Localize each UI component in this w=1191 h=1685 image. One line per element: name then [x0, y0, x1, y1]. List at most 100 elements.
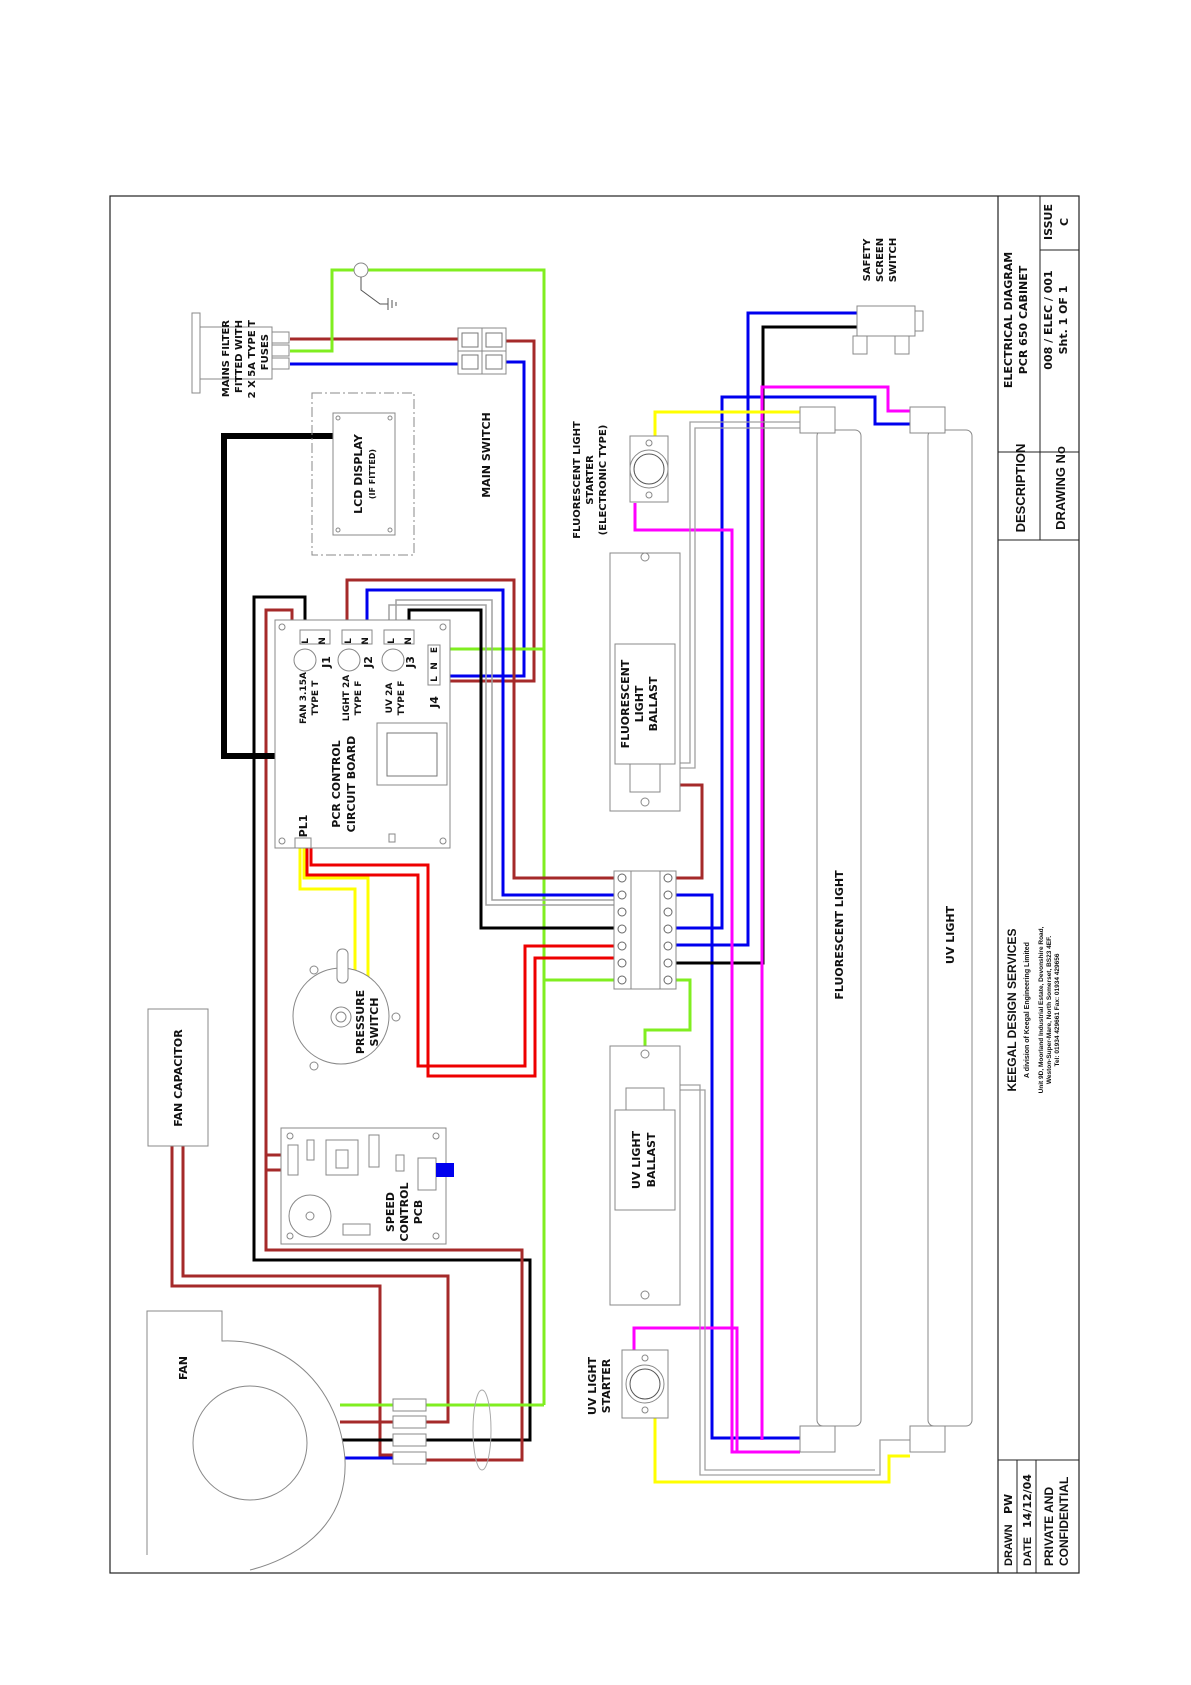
pin-l-j4: L	[430, 676, 440, 682]
svg-text:FUSES: FUSES	[260, 334, 271, 370]
svg-text:DATE: DATE	[1022, 1537, 1034, 1566]
address-line-1: Unit 9D, Moorland Industrial Estate, Dev…	[1038, 926, 1045, 1093]
wire-cap-1	[170, 1145, 395, 1457]
uv-tube-label: UV LIGHT	[944, 905, 957, 964]
drawing-number: 008 / ELEC / 001	[1042, 270, 1055, 369]
label-j1: J1	[320, 656, 333, 669]
uv-ballast-label-2: BALLAST	[645, 1132, 658, 1187]
company-division: A division of Keegal Engineering Limited	[1024, 942, 1031, 1078]
label-j3: J3	[404, 656, 417, 669]
wire-uv-ballast-earth	[643, 978, 692, 1058]
fluorescent-ballast	[609, 552, 681, 812]
pressure-switch-label-1: PRESSURE	[354, 990, 367, 1054]
main-switch[interactable]	[457, 327, 507, 375]
lcd-display	[311, 392, 415, 556]
mains-filter-label: MAINS FILTER FITTED WITH 2 X 5A TYPE T F…	[221, 320, 271, 399]
address-line-3: Tel: 01934 429661 Fax: 01934 429656	[1054, 953, 1061, 1066]
pin-l-j1: L	[301, 638, 311, 644]
wire-cap-2	[181, 1145, 450, 1424]
pin-n-j2: N	[361, 637, 371, 645]
connector-pl1	[294, 837, 312, 849]
fl-starter-label-2: STARTER	[585, 455, 596, 505]
fuse-uv-type: TYPE F	[397, 681, 407, 716]
fl-ballast-label-2: LIGHT	[633, 685, 646, 722]
pin-n-j4: N	[430, 662, 440, 670]
confidential-line-2: CONFIDENTIAL	[1057, 1477, 1071, 1566]
fan	[146, 1310, 346, 1571]
speed-control-pcb	[280, 1127, 454, 1245]
mains-filter	[191, 312, 290, 394]
wire-safety-blue	[675, 311, 860, 947]
fan-label: FAN	[177, 1356, 190, 1380]
svg-text:PW: PW	[1002, 1494, 1015, 1514]
safety-switch-label-2: SCREEN	[875, 238, 886, 282]
uv-tube	[909, 406, 973, 1453]
fl-starter-label-1: FLUORESCENT LIGHT	[572, 421, 583, 539]
wire-grey-uv	[645, 1084, 910, 1476]
wiring	[170, 268, 910, 1484]
pin-l-j3: L	[387, 638, 397, 644]
lcd-display-note: (IF FITTED)	[368, 449, 377, 499]
fuse-fan-type: TYPE T	[311, 680, 321, 716]
confidential-line-1: PRIVATE AND	[1042, 1487, 1056, 1566]
connector-j3	[383, 629, 415, 645]
wire-magenta-tube	[760, 385, 910, 1440]
label-pl1: PL1	[297, 815, 310, 838]
pin-l-j2: L	[344, 638, 354, 644]
wire-uv-starter-magenta	[632, 1326, 739, 1452]
uv-ballast-label-1: UV LIGHT	[630, 1130, 643, 1189]
wire-uv-starter-yellow	[653, 1416, 910, 1484]
label-j2: J2	[362, 656, 375, 669]
fluorescent-tube	[799, 406, 862, 1453]
pin-e-j4: E	[430, 647, 440, 653]
wire-j1-neutral	[252, 595, 532, 1442]
label-j4: J4	[428, 696, 441, 709]
company-name: KEEGAL DESIGN SERVICES	[1005, 929, 1019, 1092]
drawing-no-label: DRAWING No	[1053, 446, 1068, 530]
wire-j1-live	[264, 608, 524, 1462]
pcb-label-1: PCR CONTROL	[330, 740, 343, 827]
wire-fl-starter-yellow	[653, 410, 800, 436]
safety-screen-switch[interactable]	[852, 305, 924, 355]
speed-knob[interactable]	[436, 1163, 454, 1177]
description-line-2: PCR 650 CABINET	[1017, 265, 1030, 374]
wire-pl1-red-2	[309, 840, 618, 1078]
svg-text:14/12/04: 14/12/04	[1021, 1474, 1034, 1528]
issue-value: C	[1058, 218, 1071, 226]
fuse-light-type: TYPE F	[354, 681, 364, 716]
pcr-control-board	[274, 619, 451, 849]
svg-text:FITTED WITH: FITTED WITH	[234, 320, 245, 393]
fl-ballast-label-1: FLUORESCENT	[619, 659, 632, 748]
svg-text:DRAWN: DRAWN	[1003, 1524, 1015, 1566]
fuse-light	[337, 648, 361, 672]
lcd-ribbon-cable	[221, 433, 360, 759]
speed-control-label-1: SPEED	[384, 1192, 397, 1232]
fuse-uv	[381, 648, 405, 672]
fuse-fan	[293, 648, 317, 672]
connector-j1	[299, 629, 331, 645]
svg-text:2 X 5A TYPE T: 2 X 5A TYPE T	[247, 320, 258, 399]
wire-j2-live	[345, 578, 618, 880]
drawn-by: DRAWN PW	[1002, 1494, 1015, 1566]
uv-starter-label-1: UV LIGHT	[586, 1356, 599, 1415]
speed-control-label-2: CONTROL	[398, 1183, 411, 1242]
pressure-switch	[292, 948, 401, 1071]
fuse-uv-label: UV 2A	[385, 683, 395, 714]
lcd-display-label: LCD DISPLAY	[352, 433, 365, 514]
wire-fl-starter-magenta	[633, 503, 800, 1454]
address-line-2: Weston-Super-Mare, North Somerset, BS23 …	[1046, 936, 1053, 1085]
wire-pl1-red-1	[305, 840, 618, 1068]
safety-switch-label-3: SWITCH	[888, 238, 899, 282]
wire-pl1-yellow-2	[302, 840, 370, 985]
connector-j4	[427, 644, 441, 686]
main-switch-label: MAIN SWITCH	[480, 412, 493, 498]
fl-ballast-label-3: BALLAST	[647, 676, 660, 731]
wire-uv-neutral	[675, 893, 800, 1440]
safety-switch-label-1: SAFETY	[862, 238, 873, 281]
earth-symbol	[353, 262, 397, 310]
sheet-number: Sht. 1 OF 1	[1057, 286, 1070, 355]
drawing-border	[109, 195, 1080, 1574]
uv-ballast	[609, 1045, 681, 1306]
speed-control-label-3: PCB	[412, 1200, 425, 1225]
